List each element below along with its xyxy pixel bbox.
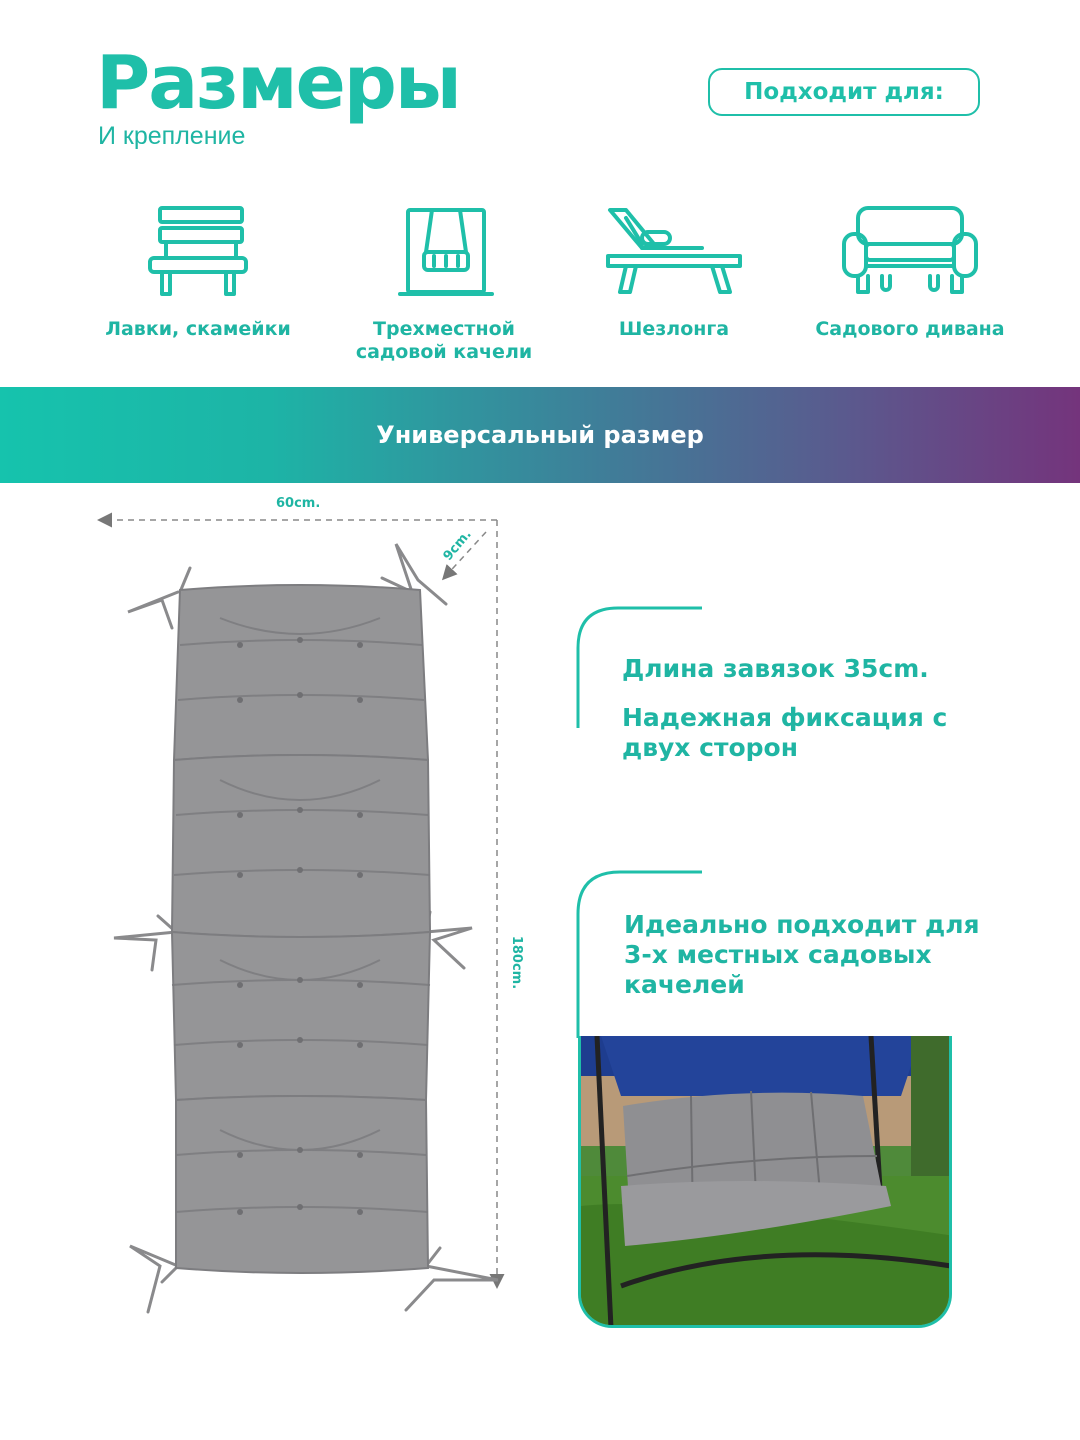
width-label: 60cm. [276,496,321,511]
use-label-sofa: Садового дивана [815,318,1005,340]
page-title: Размеры [96,40,462,126]
ties-length-text: Длина завязок 35cm. [622,654,929,683]
use-label-lounger: Шезлонга [618,318,730,340]
cushion-image [113,543,499,1314]
sofa-icon [838,200,982,304]
feature-frame-1 [576,606,702,728]
lounger-icon [602,200,746,304]
suits-for-badge: Подходит для: [708,68,980,116]
banner-text: Универсальный размер [376,421,704,449]
feature-frame-2 [576,870,702,1038]
swing-photo [578,1036,952,1328]
fixation-text: Надежная фиксация с двух сторон [622,703,948,762]
use-label-swing: Трехместной садовой качели [355,318,533,363]
swing-icon [386,200,506,304]
length-label: 180cm. [509,935,525,990]
use-label-bench: Лавки, скамейки [105,318,291,340]
universal-size-banner: Универсальный размер [0,387,1080,483]
page-subtitle: И крепление [98,122,246,150]
ideal-for-text: Идеально подходит для 3-х местных садовы… [624,910,980,999]
bench-icon [138,200,258,304]
